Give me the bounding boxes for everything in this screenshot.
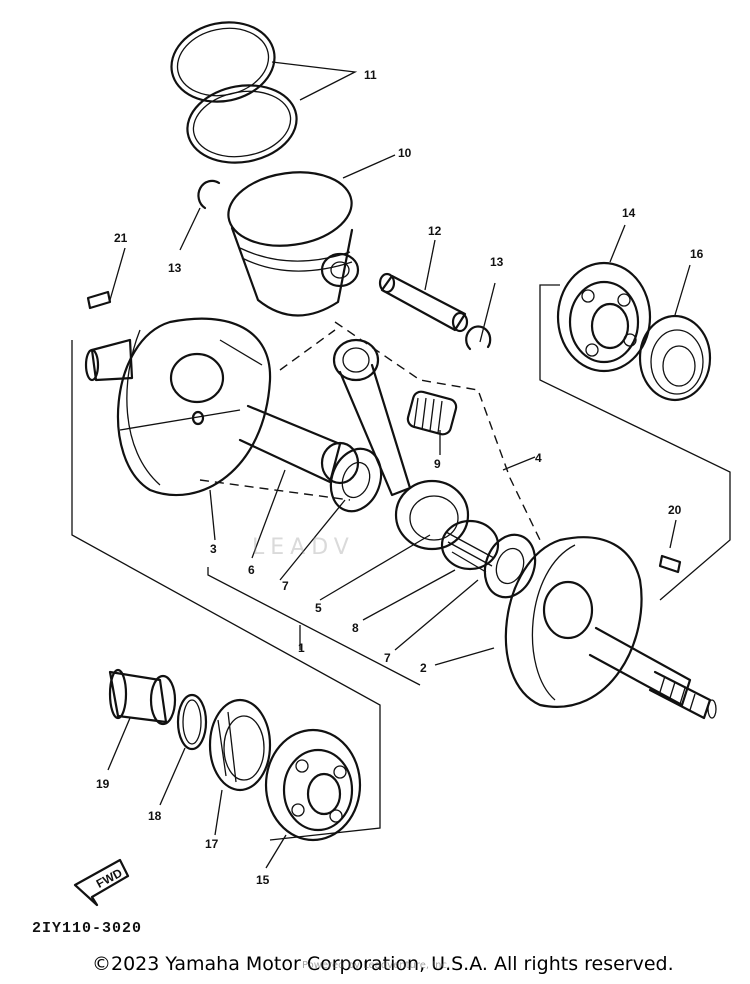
callout-14: 14 xyxy=(622,206,636,220)
crank-pin xyxy=(238,404,360,485)
watermark-small: Powered by Leadventure, Inc. xyxy=(302,960,451,971)
collar xyxy=(108,668,177,726)
callout-4: 4 xyxy=(535,451,542,465)
callout-7-left: 7 xyxy=(282,579,289,593)
watermark: LEADV xyxy=(252,535,355,560)
oil-seal-right xyxy=(638,314,712,402)
piston-pin-clips xyxy=(197,179,492,351)
callout-9: 9 xyxy=(434,457,441,471)
callout-13-left: 13 xyxy=(168,261,182,275)
small-end-bearing xyxy=(406,390,458,436)
big-end-bearing xyxy=(440,519,500,573)
piston xyxy=(227,171,360,317)
callout-1: 1 xyxy=(298,641,305,655)
callout-7-right: 7 xyxy=(384,651,391,665)
crank-bearing-right xyxy=(556,261,652,373)
callout-6: 6 xyxy=(248,563,255,577)
crank-bearing-left-inner xyxy=(208,698,272,792)
callout-8-lower: 8 xyxy=(352,621,359,635)
callout-3: 3 xyxy=(210,542,217,556)
crank-left-half xyxy=(84,317,272,496)
assembly-outlines xyxy=(71,284,731,841)
callout-10: 10 xyxy=(398,146,412,160)
callout-11: 11 xyxy=(364,68,377,82)
o-ring xyxy=(176,693,208,751)
callout-19: 19 xyxy=(96,777,110,791)
forward-arrow-icon: FWD xyxy=(73,858,130,907)
callout-12: 12 xyxy=(428,224,442,238)
callout-20: 20 xyxy=(668,503,682,517)
crank-right-half xyxy=(504,536,717,720)
piston-pin xyxy=(378,272,469,333)
crank-bearing-left-outer xyxy=(264,728,362,842)
callout-13-right: 13 xyxy=(490,255,504,269)
piston-rings xyxy=(170,21,298,164)
figure-code: 2IY110-3020 xyxy=(32,920,143,937)
connecting-rod xyxy=(332,338,470,551)
callout-15: 15 xyxy=(256,873,270,887)
copyright-notice: ©2023 Yamaha Motor Corporation, U.S.A. A… xyxy=(92,953,674,975)
callout-17: 17 xyxy=(205,837,219,851)
callout-18: 18 xyxy=(148,809,162,823)
thrust-washers xyxy=(329,447,537,599)
callout-5: 5 xyxy=(315,601,322,615)
callout-2: 2 xyxy=(420,661,427,675)
callout-21: 21 xyxy=(114,231,128,245)
callout-16: 16 xyxy=(690,247,704,261)
woodruff-keys xyxy=(86,290,682,574)
leader-lines xyxy=(107,61,691,869)
callout-numbers: 11 10 21 12 14 16 13 13 9 4 20 3 6 7 5 8… xyxy=(96,68,704,887)
